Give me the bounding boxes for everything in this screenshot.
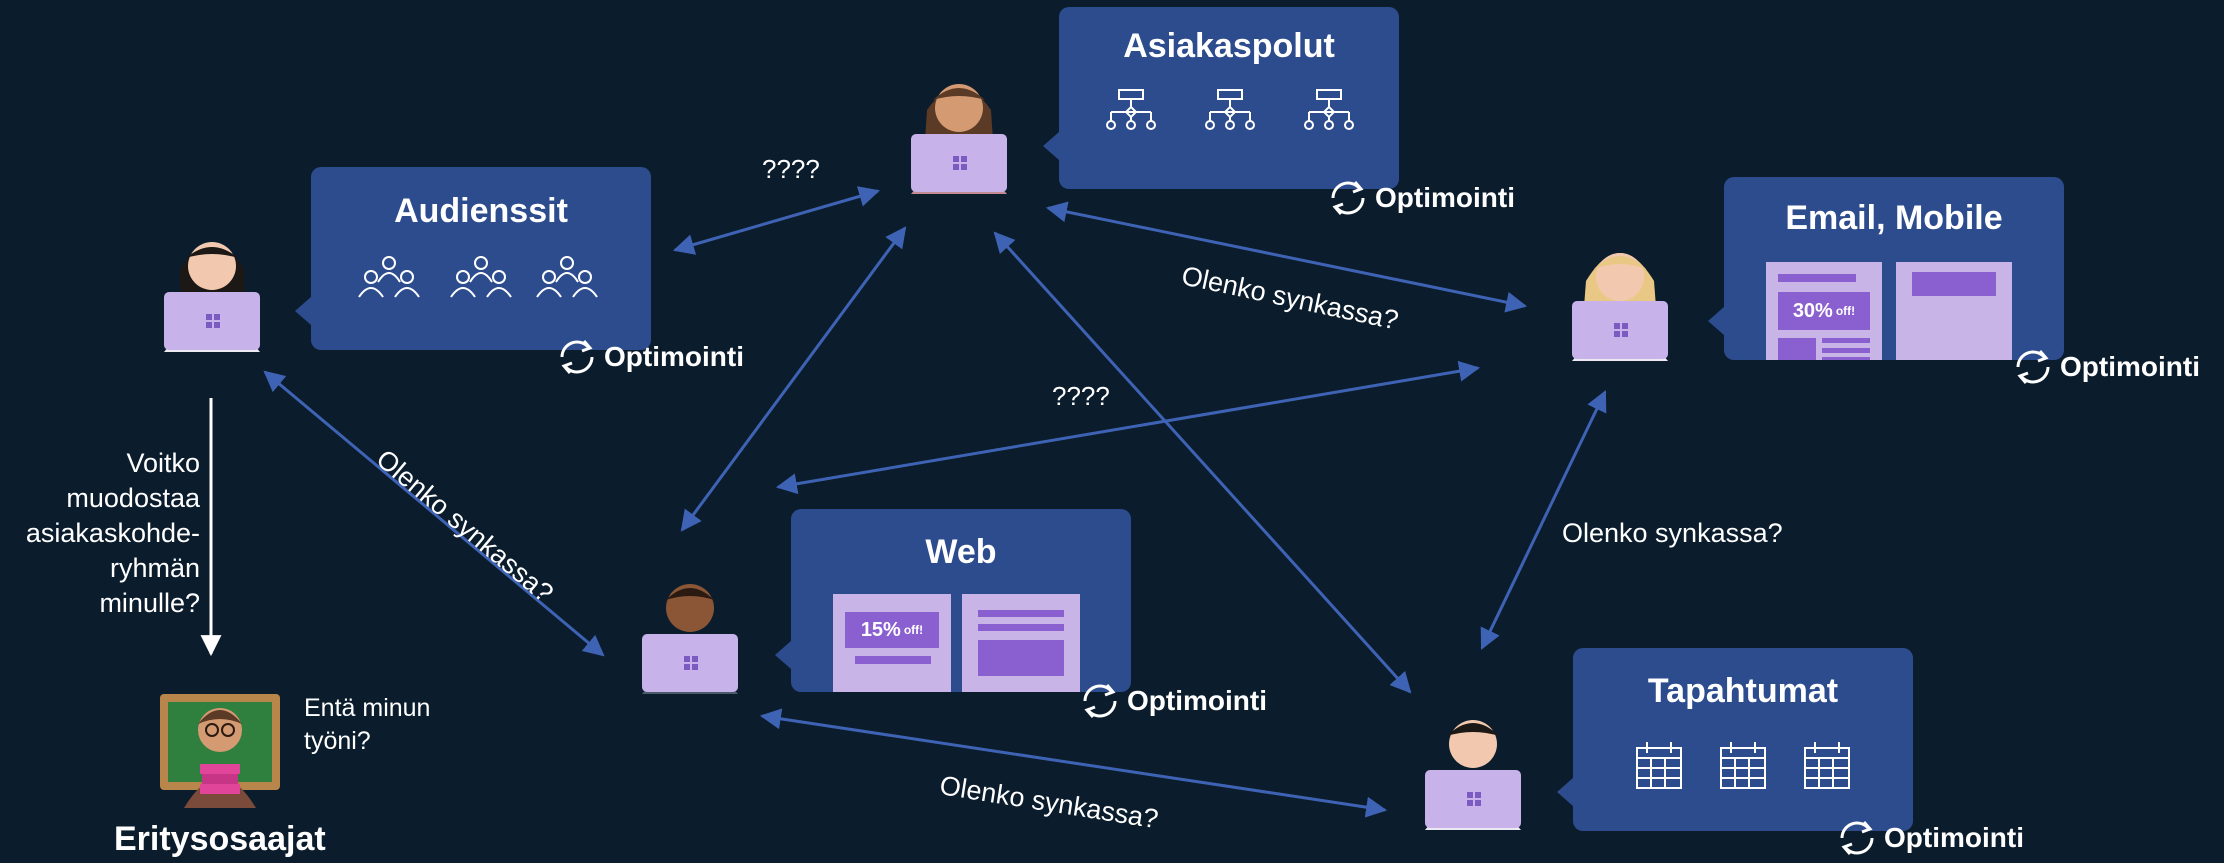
discount-badge: 30% off!	[1778, 292, 1870, 330]
discount-value: 15%	[860, 618, 901, 641]
person-email-avatar	[1572, 253, 1668, 361]
arrow-web-tapahtumat	[759, 708, 1388, 818]
arrow-audienssit-asiakaspolut	[672, 186, 881, 255]
person-audienssit-avatar	[164, 242, 260, 352]
optimize-label-email: Optimointi	[2010, 345, 2200, 389]
web-page-mockup	[962, 594, 1080, 692]
specialist-title: Eritysosaajat	[114, 820, 326, 858]
discount-suffix: off!	[903, 623, 924, 637]
discount-badge: 15% off!	[845, 612, 939, 648]
person-web-avatar	[642, 584, 738, 694]
journey-icon	[1205, 89, 1255, 130]
card-title: Audienssit	[394, 192, 568, 230]
calendar-icons	[1636, 742, 1850, 789]
web-page-mockup: 15% off!	[833, 594, 951, 692]
sync-label-email-tapahtumat: Olenko synkassa?	[1562, 518, 1783, 548]
email-mockup: 30% off!	[1766, 262, 1882, 360]
card-asiakaspolut: Asiakaspolut	[1043, 7, 1399, 189]
refresh-cycle-icon	[1083, 684, 1117, 718]
optimize-label-web: Optimointi	[1077, 679, 1267, 723]
card-email-mobile: Email, Mobile 30% off!	[1708, 177, 2064, 360]
specialist-avatar	[160, 694, 280, 808]
specialist-question: Voitko muodostaa asiakaskohde- ryhmän mi…	[25, 448, 200, 618]
optimize-text: Optimointi	[604, 341, 744, 372]
journey-icon	[1304, 89, 1354, 130]
optimize-text: Optimointi	[1375, 182, 1515, 213]
refresh-cycle-icon	[560, 340, 594, 374]
arrow-audienssit-web	[263, 370, 605, 657]
people-group-icon	[450, 256, 512, 298]
card-title: Tapahtumat	[1647, 672, 1839, 710]
optimize-label-audienssit: Optimointi	[554, 335, 744, 379]
card-audienssit: Audienssit	[295, 167, 651, 350]
refresh-cycle-icon	[1840, 821, 1874, 855]
card-title: Asiakaspolut	[1123, 27, 1335, 65]
unknown-label-middle: ????	[1052, 381, 1110, 411]
optimize-label-tapahtumat: Optimointi	[1834, 816, 2024, 860]
optimize-text: Optimointi	[2060, 351, 2200, 382]
calendar-icon	[1804, 742, 1850, 789]
optimize-text: Optimointi	[1884, 822, 2024, 853]
audience-icons	[358, 256, 598, 298]
arrow-web-email	[775, 360, 1481, 495]
card-web: Web 15% off!	[775, 509, 1131, 692]
card-title: Web	[925, 533, 997, 571]
optimize-label-asiakaspolut: Optimointi	[1325, 176, 1515, 220]
refresh-cycle-icon	[2016, 350, 2050, 384]
discount-value: 30%	[1792, 299, 1833, 322]
specialist-reply: Entä minun työni?	[304, 694, 431, 755]
card-title: Email, Mobile	[1785, 199, 2003, 237]
people-group-icon	[358, 256, 420, 298]
person-asiakaspolut-avatar	[911, 84, 1007, 194]
people-group-icon	[536, 256, 598, 298]
unknown-label-top: ????	[762, 154, 820, 184]
calendar-icon	[1720, 742, 1766, 789]
person-tapahtumat-avatar	[1425, 720, 1521, 830]
mobile-mockup	[1896, 262, 2012, 360]
calendar-icon	[1636, 742, 1682, 789]
journey-icons	[1106, 89, 1354, 130]
arrow-email-tapahtumat	[1480, 390, 1607, 650]
optimize-text: Optimointi	[1127, 685, 1267, 716]
card-tapahtumat: Tapahtumat	[1557, 648, 1913, 831]
discount-suffix: off!	[1835, 304, 1856, 318]
journey-icon	[1106, 89, 1156, 130]
refresh-cycle-icon	[1331, 181, 1365, 215]
